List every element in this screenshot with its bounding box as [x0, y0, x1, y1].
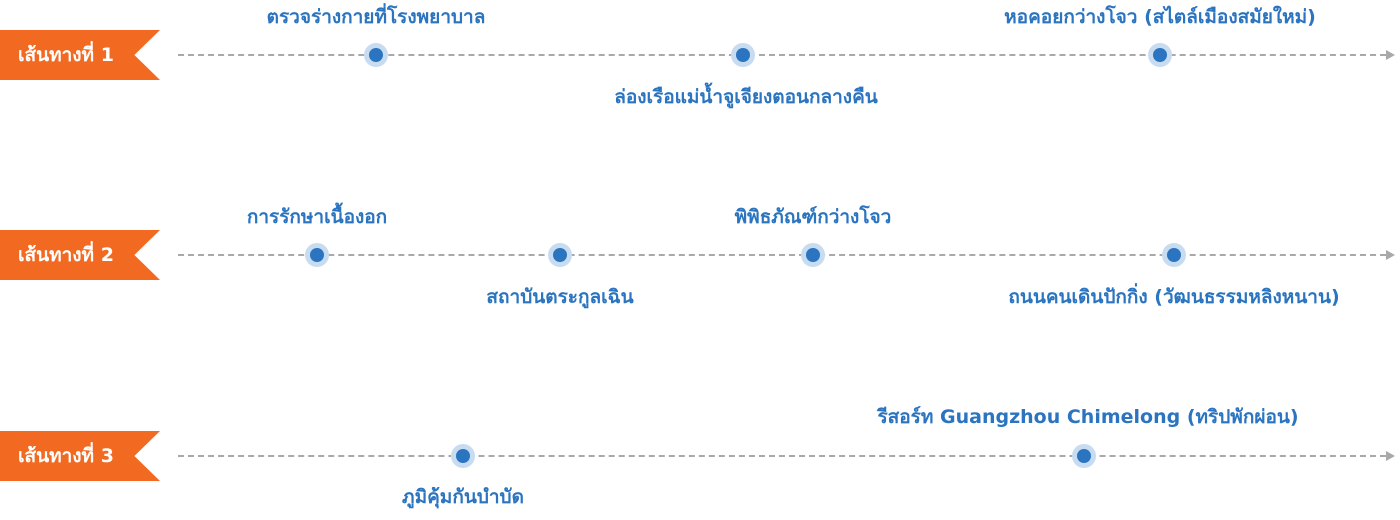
route-1-stop-1-marker[interactable] — [364, 43, 388, 67]
route-3-arrow-icon — [1386, 451, 1395, 461]
route-3-stop-2-label: รีสอร์ท Guangzhou Chimelong (ทริปพักผ่อน… — [877, 406, 1299, 428]
route-1-stop-3-label: หอคอยกว่างโจว (สไตล์เมืองสมัยใหม่) — [1004, 6, 1316, 28]
route-3-timeline — [178, 455, 1386, 457]
route-3-stop-2-marker[interactable] — [1072, 444, 1096, 468]
route-3-stop-1-marker[interactable] — [451, 444, 475, 468]
route-1-stop-3-marker[interactable] — [1148, 43, 1172, 67]
route-3-ribbon: เส้นทางที่ 3 — [0, 431, 160, 481]
route-1-stop-2-marker[interactable] — [731, 43, 755, 67]
route-1-stop-2-label: ล่องเรือแม่น้ำจูเจียงตอนกลางคืน — [614, 86, 878, 108]
route-2-stop-3-marker[interactable] — [801, 243, 825, 267]
route-1-timeline — [178, 54, 1386, 56]
route-2-arrow-icon — [1386, 250, 1395, 260]
route-1-stop-1-label: ตรวจร่างกายที่โรงพยาบาล — [266, 6, 486, 28]
route-2-stop-4-label: ถนนคนเดินปักกิ่ง (วัฒนธรรมหลิงหนาน) — [1008, 286, 1340, 308]
route-1-ribbon: เส้นทางที่ 1 — [0, 30, 160, 80]
route-2-stop-3-label: พิพิธภัณฑ์กว่างโจว — [734, 206, 892, 228]
route-1-arrow-icon — [1386, 50, 1395, 60]
route-1: เส้นทางที่ 1 ตรวจร่างกายที่โรงพยาบาล ล่อ… — [0, 0, 1400, 120]
route-3: เส้นทางที่ 3 ภูมิคุ้มกันบำบัด รีสอร์ท Gu… — [0, 400, 1400, 520]
route-2-ribbon: เส้นทางที่ 2 — [0, 230, 160, 280]
route-2-stop-1-label: การรักษาเนื้องอก — [246, 206, 388, 228]
route-2-stop-2-marker[interactable] — [548, 243, 572, 267]
route-2-stop-2-label: สถาบันตระกูลเฉิน — [486, 286, 634, 308]
route-2: เส้นทางที่ 2 การรักษาเนื้องอก สถาบันตระก… — [0, 200, 1400, 320]
route-2-stop-4-marker[interactable] — [1162, 243, 1186, 267]
route-2-timeline — [178, 254, 1386, 256]
route-3-stop-1-label: ภูมิคุ้มกันบำบัด — [402, 486, 524, 508]
route-2-stop-1-marker[interactable] — [305, 243, 329, 267]
